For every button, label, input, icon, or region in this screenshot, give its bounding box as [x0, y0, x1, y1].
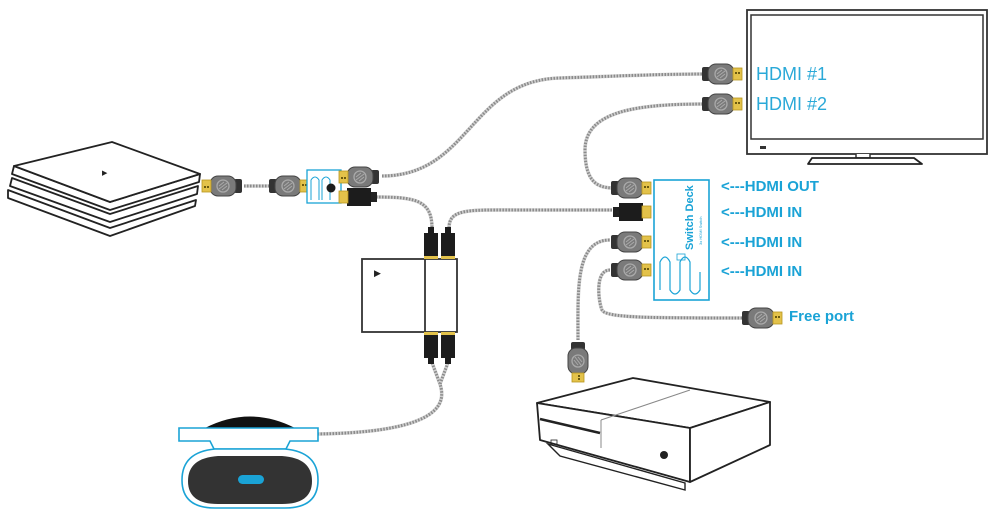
switch-deck-name: Switch Deck [684, 184, 696, 250]
camera-light-icon [238, 475, 264, 484]
xbox-one-console [536, 377, 771, 491]
hdmi-plug-xbox [567, 341, 589, 383]
tv-input-label-2: HDMI #2 [756, 94, 828, 114]
deck-port-label-out: <---HDMI OUT [721, 178, 819, 195]
usb-plug-splitter [338, 187, 378, 207]
ps4-pro-console: ▶ [7, 141, 201, 237]
hdmi-plug-free-port [741, 307, 783, 329]
tv-input-label-1: HDMI #1 [756, 64, 828, 84]
tv [701, 9, 988, 165]
cables [244, 72, 746, 436]
cable-processor-to-deck-in1 [447, 208, 612, 229]
switch-deck: Switch Deck 3x HDMI Switch [653, 179, 710, 301]
hdmi-plug-deck-in3 [610, 259, 652, 281]
hdmi-plug-deck-in2 [610, 231, 652, 253]
hdmi-splitter [306, 169, 342, 204]
hdmi-plug-tv-1 [701, 63, 743, 85]
cable-splitter-to-processor [375, 195, 434, 229]
hdmi-plug-splitter-out [338, 166, 380, 188]
ps-vr-camera [178, 416, 319, 509]
deck-port-label-in3: <---HDMI IN [721, 263, 803, 280]
tv-power-led [760, 146, 766, 149]
playstation-logo-icon: ▶ [102, 170, 108, 177]
hdmi-plug-deck-in1 [612, 202, 652, 222]
switch-deck-subtitle: 3x HDMI Switch [698, 217, 703, 245]
switch-deck-badge [676, 253, 686, 261]
hdmi-plug-ps4 [201, 175, 243, 197]
xbox-logo-icon [660, 451, 668, 459]
hdmi-plug-splitter-in [268, 175, 310, 197]
cable-processor-to-camera [317, 359, 444, 436]
deck-port-label-in2: <---HDMI IN [721, 234, 803, 251]
playstation-logo-icon: ▶ [374, 268, 381, 278]
cable-free-port [597, 268, 746, 320]
ps-vr-processor: ▶ [361, 227, 458, 364]
hdmi-plug-deck-out [610, 177, 652, 199]
splitter-button-icon [326, 183, 336, 193]
free-port-label: Free port [789, 308, 855, 325]
cable-xbox-to-deck-in2 [576, 238, 611, 341]
cable-tv-hdmi2 [583, 102, 707, 190]
hdmi-plug-tv-2 [701, 93, 743, 115]
deck-port-label-in1: <---HDMI IN [721, 204, 803, 221]
cable-tv-hdmi1 [381, 72, 707, 178]
